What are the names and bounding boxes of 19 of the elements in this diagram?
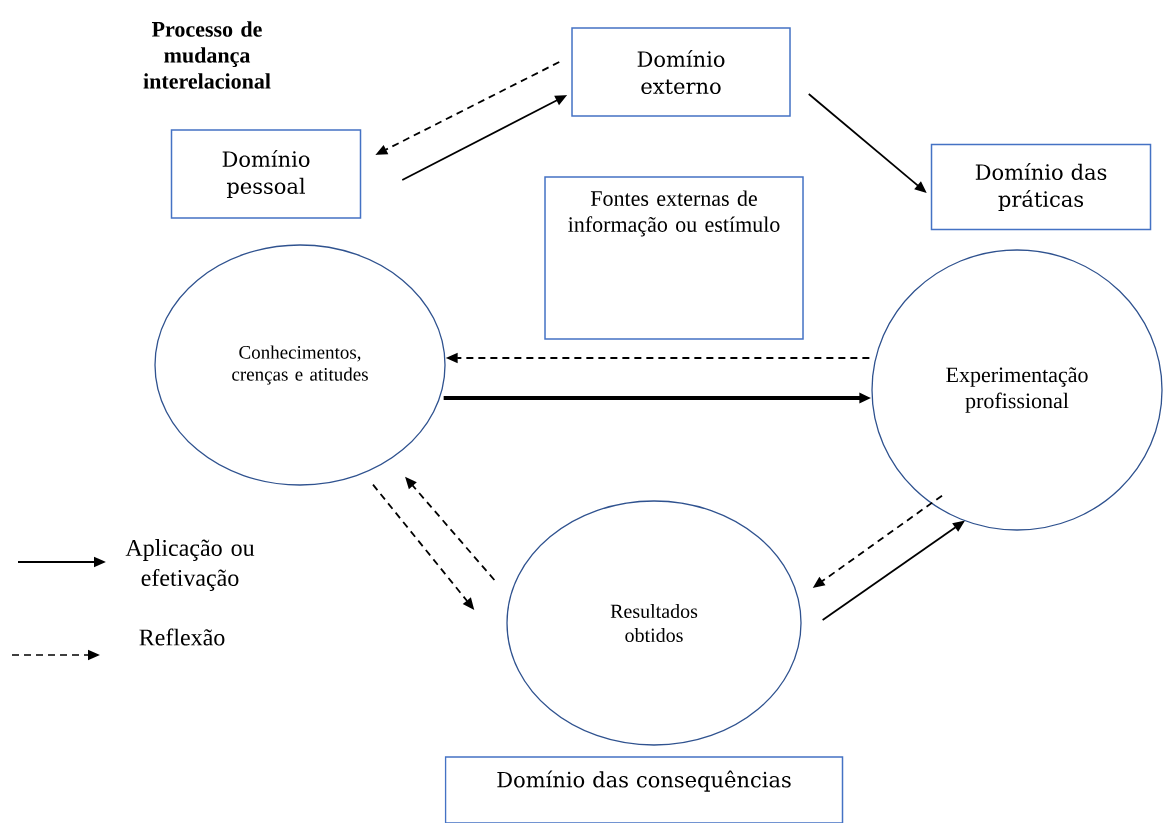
text-box: [930, 143, 1152, 231]
text-box: [544, 176, 804, 340]
node-text: Domínio das consequências: [497, 770, 791, 792]
legend-text: Reflexão: [139, 628, 225, 646]
legend-text: Aplicação ou efetivação: [125, 539, 255, 591]
ellipse: [871, 249, 1163, 531]
text-box: [571, 27, 791, 117]
node-text: Conhecimentos, crenças e atitudes: [232, 345, 368, 385]
node-text: Domínio das práticas: [975, 162, 1107, 212]
node-text: Domínio pessoal: [222, 149, 310, 199]
node-text: Domínio externo: [637, 49, 725, 95]
ellipse: [506, 500, 802, 746]
ellipse: [154, 244, 446, 486]
node-text: Experimentação profissional: [946, 367, 1088, 413]
node-text: Fontes externas de informação ou estímulo: [568, 190, 780, 237]
text-box: [444, 756, 844, 823]
text-box: [170, 129, 362, 219]
node-text: Resultados obtidos: [610, 603, 698, 643]
title: Processo de mudança interelacional: [143, 21, 271, 89]
